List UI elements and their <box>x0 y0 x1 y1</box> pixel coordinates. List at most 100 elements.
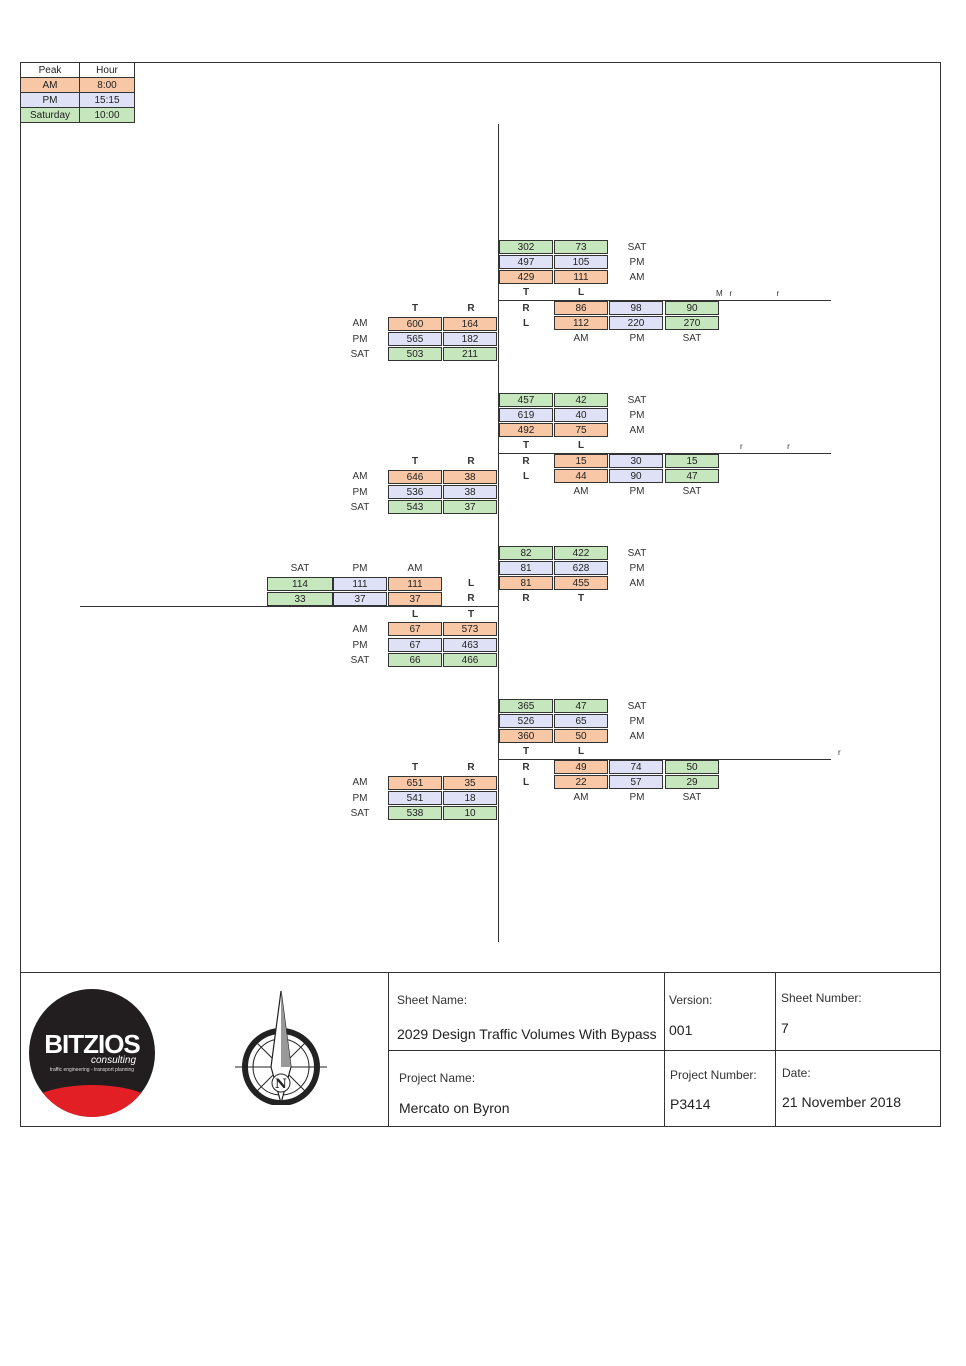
volume-cell: 15 <box>665 454 719 468</box>
period-label-sat: SAT <box>682 333 702 344</box>
volume-cell: 73 <box>554 240 608 254</box>
volume-cell: 22 <box>554 775 608 789</box>
project-number-label: Project Number: <box>670 1068 757 1082</box>
volume-cell: 49 <box>554 760 608 774</box>
volume-cell: 526 <box>499 714 553 728</box>
period-label-pm: PM <box>629 563 645 574</box>
volume-cell: 105 <box>554 255 608 269</box>
volume-cell: 37 <box>443 500 497 514</box>
period-label-sat: SAT <box>627 242 647 253</box>
volume-cell: 86 <box>554 301 608 315</box>
period-label-am: AM <box>352 318 368 329</box>
movement-right: R <box>467 762 475 773</box>
compass-letter: N <box>275 1077 287 1092</box>
movement-right: R <box>522 762 530 773</box>
volume-cell: 628 <box>554 561 608 575</box>
period-label-am: AM <box>352 471 368 482</box>
volume-cell: 98 <box>609 301 663 315</box>
volume-cell: 543 <box>388 500 442 514</box>
period-label-sat: SAT <box>350 655 370 666</box>
street-name-2: r r <box>740 442 790 451</box>
volume-cell: 466 <box>443 653 497 667</box>
period-label-pm: PM <box>629 716 645 727</box>
volume-cell: 90 <box>609 469 663 483</box>
period-label-sat: SAT <box>627 395 647 406</box>
volume-cell: 365 <box>499 699 553 713</box>
movement-left: L <box>522 471 530 482</box>
period-label-am: AM <box>573 792 589 803</box>
sheet-name-label: Sheet Name: <box>397 993 468 1007</box>
peak-name: PM <box>20 92 80 108</box>
volume-cell: 422 <box>554 546 608 560</box>
movement-left: L <box>577 440 585 451</box>
side-road-east-1 <box>498 300 831 301</box>
volume-cell: 538 <box>388 806 442 820</box>
movement-right: R <box>467 303 475 314</box>
volume-cell: 44 <box>554 469 608 483</box>
volume-cell: 600 <box>388 317 442 331</box>
period-label-sat: SAT <box>682 486 702 497</box>
period-label-sat: SAT <box>350 808 370 819</box>
volume-cell: 90 <box>665 301 719 315</box>
volume-cell: 111 <box>333 577 387 591</box>
volume-cell: 47 <box>554 699 608 713</box>
volume-cell: 651 <box>388 776 442 790</box>
period-label-sat: SAT <box>682 792 702 803</box>
volume-cell: 619 <box>499 408 553 422</box>
north-arrow-icon: N <box>235 990 327 1105</box>
volume-cell: 573 <box>443 622 497 636</box>
peak-row-pm: PM 15:15 <box>20 92 135 108</box>
period-label-sat: SAT <box>350 502 370 513</box>
movement-through: T <box>522 440 530 451</box>
logo-swoosh <box>29 1085 155 1117</box>
volume-cell: 67 <box>388 638 442 652</box>
movement-through: T <box>577 593 585 604</box>
volume-cell: 57 <box>609 775 663 789</box>
movement-left: L <box>522 777 530 788</box>
volume-cell: 50 <box>665 760 719 774</box>
period-label-pm: PM <box>629 333 645 344</box>
volume-cell: 302 <box>499 240 553 254</box>
side-road-east-2 <box>498 453 831 454</box>
peak-hour-table: Peak Hour AM 8:00 PM 15:15 Saturday 10:0… <box>20 62 135 123</box>
volume-cell: 463 <box>443 638 497 652</box>
volume-cell: 82 <box>499 546 553 560</box>
volume-cell: 492 <box>499 423 553 437</box>
period-label-pm: PM <box>352 563 368 574</box>
logo-tagline: traffic engineering - transport planning <box>49 1067 135 1073</box>
movement-right: R <box>467 456 475 467</box>
divider <box>388 1050 941 1051</box>
peak-name: Saturday <box>20 107 80 123</box>
movement-right: R <box>522 456 530 467</box>
volume-cell: 164 <box>443 317 497 331</box>
period-label-am: AM <box>629 425 645 436</box>
movement-right: R <box>522 303 530 314</box>
period-label-sat: SAT <box>627 701 647 712</box>
period-label-sat: SAT <box>627 548 647 559</box>
company-logo: BITZIOS consulting traffic engineering -… <box>29 989 155 1117</box>
period-label-pm: PM <box>352 487 368 498</box>
volume-cell: 270 <box>665 316 719 330</box>
volume-cell: 503 <box>388 347 442 361</box>
volume-cell: 47 <box>665 469 719 483</box>
logo-sub: consulting <box>91 1055 137 1066</box>
volume-cell: 457 <box>499 393 553 407</box>
period-label-pm: PM <box>352 640 368 651</box>
sheet-name: 2029 Design Traffic Volumes With Bypass <box>397 1026 657 1042</box>
peak-row-am: AM 8:00 <box>20 77 135 93</box>
period-label-am: AM <box>352 777 368 788</box>
movement-left: L <box>467 578 475 589</box>
movement-through: T <box>411 456 419 467</box>
volume-cell: 429 <box>499 270 553 284</box>
divider <box>775 973 776 1126</box>
volume-cell: 646 <box>388 470 442 484</box>
period-label-am: AM <box>629 578 645 589</box>
volume-cell: 81 <box>499 561 553 575</box>
volume-cell: 42 <box>554 393 608 407</box>
period-label-pm: PM <box>352 334 368 345</box>
sheet-number: 7 <box>781 1020 789 1036</box>
divider <box>388 973 389 1126</box>
period-label-am: AM <box>629 272 645 283</box>
movement-left: L <box>577 287 585 298</box>
movement-right: R <box>467 593 475 604</box>
